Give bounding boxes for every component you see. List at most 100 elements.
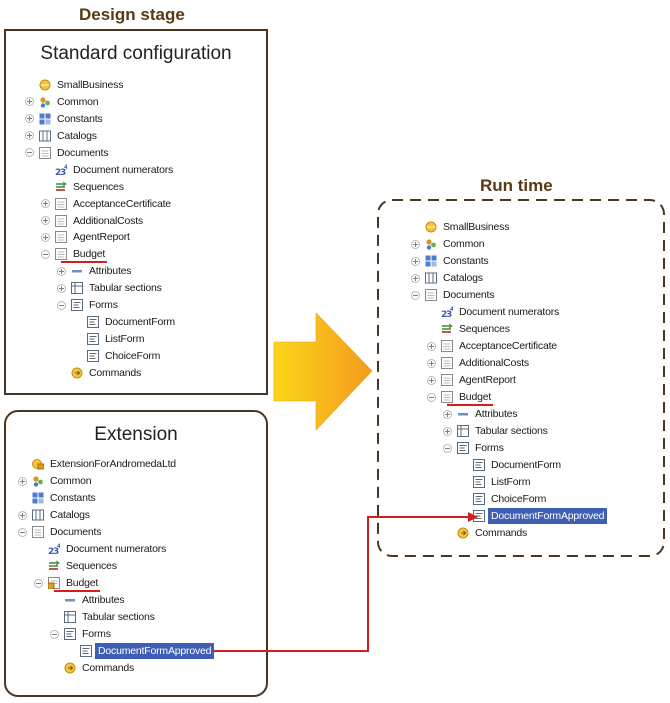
tree-node-constants[interactable]: Constants bbox=[411, 253, 489, 269]
tree-node-common[interactable]: Common bbox=[18, 473, 92, 489]
collapse-icon[interactable] bbox=[18, 527, 27, 537]
expand-icon[interactable] bbox=[427, 341, 436, 351]
tree-node-commands[interactable]: Commands bbox=[443, 525, 527, 541]
expand-icon[interactable] bbox=[443, 409, 452, 419]
tabular-sections-icon bbox=[457, 425, 469, 437]
tree-node-label: Tabular sections bbox=[89, 282, 162, 295]
tree-node-label: Forms bbox=[82, 628, 111, 640]
collapse-icon[interactable] bbox=[411, 290, 420, 300]
tree-node-forms[interactable]: Forms bbox=[443, 440, 504, 456]
svg-text:3: 3 bbox=[53, 547, 59, 555]
tree-node-label: Budget bbox=[73, 248, 106, 261]
collapse-icon[interactable] bbox=[427, 392, 436, 402]
expand-icon[interactable] bbox=[427, 358, 436, 368]
tree-node-forms[interactable]: Forms bbox=[57, 297, 118, 313]
tree-node-common[interactable]: Common bbox=[411, 236, 485, 252]
tree-node-acceptancecertificate[interactable]: AcceptanceCertificate bbox=[41, 196, 171, 212]
tree-node-label: ChoiceForm bbox=[491, 493, 547, 505]
tree-node-documents[interactable]: Documents bbox=[411, 287, 495, 303]
tree-node-attributes[interactable]: Attributes bbox=[57, 263, 132, 279]
tree-node-acceptancecertificate[interactable]: AcceptanceCertificate bbox=[427, 338, 557, 354]
tree-node-label: Document numerators bbox=[66, 543, 167, 555]
tree-node-tabular-sections[interactable]: Tabular sections bbox=[50, 609, 155, 625]
expand-icon[interactable] bbox=[57, 266, 66, 276]
expand-icon[interactable] bbox=[25, 97, 34, 107]
catalogs-icon bbox=[32, 509, 44, 521]
tree-node-sequences[interactable]: Sequences bbox=[427, 321, 510, 337]
attributes-icon bbox=[65, 599, 75, 602]
expand-icon[interactable] bbox=[411, 273, 420, 283]
tree-node-documents[interactable]: Documents bbox=[25, 145, 109, 161]
tree-node-label: Constants bbox=[443, 255, 489, 267]
tree-node-choiceform[interactable]: ChoiceForm bbox=[73, 348, 160, 364]
tree-node-choiceform[interactable]: ChoiceForm bbox=[459, 491, 546, 507]
tree-node-documentform[interactable]: DocumentForm bbox=[73, 314, 175, 330]
expand-icon[interactable] bbox=[25, 131, 34, 141]
tree-node-commands[interactable]: Commands bbox=[57, 365, 141, 381]
expand-icon[interactable] bbox=[57, 283, 66, 293]
expand-icon[interactable] bbox=[41, 199, 50, 209]
tree-node-label: Documents bbox=[50, 526, 102, 538]
tree-node-sequences[interactable]: Sequences bbox=[41, 179, 124, 195]
tree-node-attributes[interactable]: Attributes bbox=[443, 406, 518, 422]
tree-node-forms[interactable]: Forms bbox=[50, 626, 111, 642]
tree-node-additionalcosts[interactable]: AdditionalCosts bbox=[41, 213, 143, 229]
expand-icon[interactable] bbox=[427, 375, 436, 385]
tree-node-additionalcosts[interactable]: AdditionalCosts bbox=[427, 355, 529, 371]
tree-node-listform[interactable]: ListForm bbox=[73, 331, 144, 347]
tree-node-label: Common bbox=[443, 238, 485, 250]
collapse-icon[interactable] bbox=[57, 300, 66, 310]
tree-node-budget[interactable]: Budget bbox=[34, 575, 98, 591]
expand-icon[interactable] bbox=[25, 114, 34, 124]
tree-node-agentreport[interactable]: AgentReport bbox=[41, 229, 130, 245]
tree-node-label: DocumentForm bbox=[491, 459, 561, 471]
tree-node-attributes[interactable]: Attributes bbox=[50, 592, 125, 608]
svg-text:3: 3 bbox=[60, 168, 66, 176]
tree-node-tabular-sections[interactable]: Tabular sections bbox=[57, 280, 162, 296]
collapse-icon[interactable] bbox=[25, 148, 34, 158]
expand-icon[interactable] bbox=[443, 426, 452, 436]
tree-node-tabular-sections[interactable]: Tabular sections bbox=[443, 423, 548, 439]
tree-node-label: Documents bbox=[57, 146, 109, 159]
expand-icon[interactable] bbox=[41, 216, 50, 226]
tree-node-budget[interactable]: Budget bbox=[41, 246, 105, 262]
tree-node-listform[interactable]: ListForm bbox=[459, 474, 530, 490]
form-icon bbox=[87, 316, 99, 329]
tree-node-common[interactable]: Common bbox=[25, 94, 99, 110]
tree-node-budget[interactable]: Budget bbox=[427, 389, 491, 405]
tree-node-commands[interactable]: Commands bbox=[50, 660, 134, 676]
tree-node-documentform[interactable]: DocumentForm bbox=[459, 457, 561, 473]
tree-node-documentformapproved[interactable]: DocumentFormApproved bbox=[459, 508, 608, 524]
tree-node-catalogs[interactable]: Catalogs bbox=[25, 128, 97, 144]
commands-icon bbox=[64, 662, 76, 674]
config-root-icon bbox=[39, 79, 51, 91]
sequences-icon bbox=[442, 323, 453, 333]
expand-icon[interactable] bbox=[411, 239, 420, 249]
tree-node-constants[interactable]: Constants bbox=[18, 490, 96, 506]
tree-node-sequences[interactable]: Sequences bbox=[34, 558, 117, 574]
expand-icon[interactable] bbox=[18, 476, 27, 486]
collapse-icon[interactable] bbox=[34, 578, 43, 588]
collapse-icon[interactable] bbox=[50, 629, 59, 639]
collapse-icon[interactable] bbox=[41, 249, 50, 259]
tree-node-label: AgentReport bbox=[73, 231, 130, 244]
tree-node-catalogs[interactable]: Catalogs bbox=[18, 507, 90, 523]
expand-icon[interactable] bbox=[41, 232, 50, 242]
expand-icon[interactable] bbox=[411, 256, 420, 266]
tree-node-smallbusiness[interactable]: SmallBusiness bbox=[25, 77, 123, 93]
tree-node-documentformapproved[interactable]: DocumentFormApproved bbox=[66, 643, 215, 659]
tree-node-smallbusiness[interactable]: SmallBusiness bbox=[411, 219, 509, 235]
svg-text:4: 4 bbox=[64, 164, 67, 171]
tree-node-constants[interactable]: Constants bbox=[25, 111, 103, 127]
tree-node-label: Tabular sections bbox=[82, 611, 155, 623]
tree-node-documents[interactable]: Documents bbox=[18, 524, 102, 540]
tree-node-agentreport[interactable]: AgentReport bbox=[427, 372, 516, 388]
collapse-icon[interactable] bbox=[443, 443, 452, 453]
tree-node-extensionforandromedaltd[interactable]: ExtensionForAndromedaLtd bbox=[18, 456, 176, 472]
expand-icon[interactable] bbox=[18, 510, 27, 520]
tree-node-catalogs[interactable]: Catalogs bbox=[411, 270, 483, 286]
form-icon bbox=[87, 350, 99, 363]
